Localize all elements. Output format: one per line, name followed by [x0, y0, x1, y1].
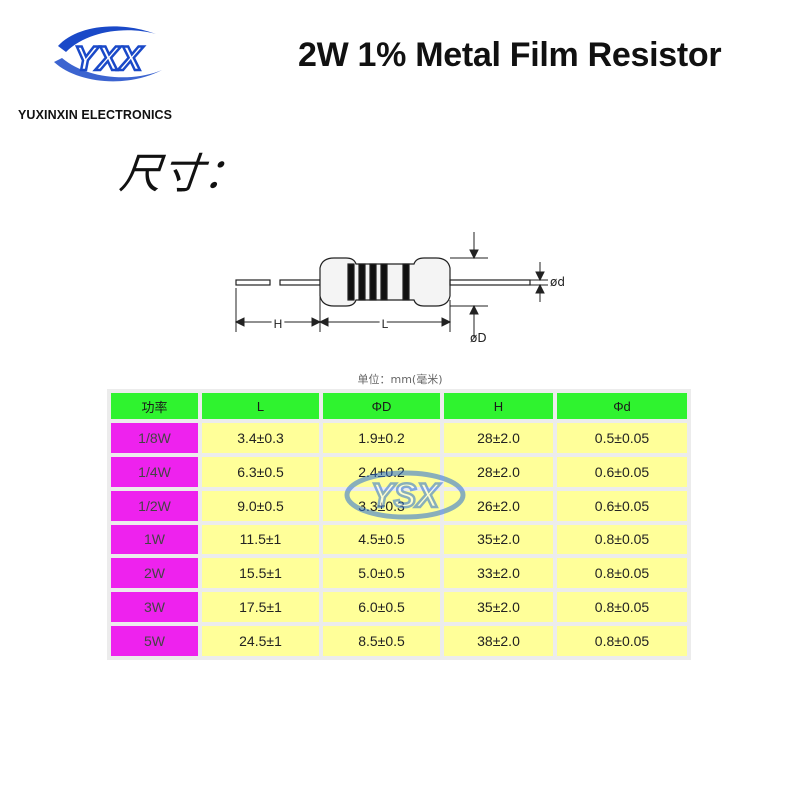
- label-small-d: ød: [550, 275, 565, 289]
- table-row: 3W 17.5±1 6.0±0.5 35±2.0 0.8±0.05: [111, 592, 687, 623]
- dimension-lines: [234, 232, 548, 338]
- l-cell: 9.0±0.5: [202, 490, 319, 521]
- l-cell: 17.5±1: [202, 592, 319, 623]
- unit-note: 单位：mm(毫米): [357, 373, 443, 386]
- power-cell: 2W: [111, 558, 198, 589]
- l-cell: 15.5±1: [202, 558, 319, 589]
- h-cell: 26±2.0: [444, 490, 553, 521]
- lead-diameter-cell: 0.8±0.05: [557, 558, 687, 589]
- lead-left: [235, 279, 321, 286]
- l-cell: 24.5±1: [202, 626, 319, 656]
- h-cell: 35±2.0: [444, 524, 553, 555]
- logo-swoosh-lower: [54, 58, 162, 82]
- body-diameter-cell: 1.9±0.2: [323, 423, 440, 453]
- resistor-diagram: H L ød øD: [234, 232, 565, 345]
- header-body-diameter: ΦD: [323, 393, 440, 419]
- table-row: 1/2W 9.0±0.5 3.3±0.3 26±2.0 0.6±0.05: [111, 490, 687, 521]
- lead-diameter-cell: 0.6±0.05: [557, 456, 687, 487]
- power-cell: 5W: [111, 626, 198, 656]
- lead-right: [449, 279, 531, 286]
- h-cell: 33±2.0: [444, 558, 553, 589]
- table-row: 2W 15.5±1 5.0±0.5 33±2.0 0.8±0.05: [111, 558, 687, 589]
- l-cell: 11.5±1: [202, 524, 319, 555]
- body-diameter-cell: 6.0±0.5: [323, 592, 440, 623]
- page-title: 2W 1% Metal Film Resistor: [298, 36, 722, 74]
- h-cell: 35±2.0: [444, 592, 553, 623]
- h-cell: 28±2.0: [444, 423, 553, 453]
- h-cell: 38±2.0: [444, 626, 553, 656]
- label-big-d: øD: [470, 331, 487, 345]
- lead-diameter-cell: 0.8±0.05: [557, 626, 687, 656]
- table-row: 1W 11.5±1 4.5±0.5 35±2.0 0.8±0.05: [111, 524, 687, 555]
- header-lead-diameter: Φd: [557, 393, 687, 419]
- lead-diameter-cell: 0.6±0.05: [557, 490, 687, 521]
- body-diameter-cell: 3.3±0.3: [323, 490, 440, 521]
- body-diameter-cell: 8.5±0.5: [323, 626, 440, 656]
- label-l: L: [382, 317, 389, 331]
- body-diameter-cell: 4.5±0.5: [323, 524, 440, 555]
- h-cell: 28±2.0: [444, 456, 553, 487]
- table-row: 1/4W 6.3±0.5 2.4±0.2 28±2.0 0.6±0.05: [111, 456, 687, 487]
- logo-swoosh: [58, 26, 156, 52]
- dimensions-label: 尺寸：: [117, 149, 249, 198]
- label-h: H: [274, 317, 283, 331]
- table-row: 1/8W 3.4±0.3 1.9±0.2 28±2.0 0.5±0.05: [111, 423, 687, 453]
- power-cell: 3W: [111, 592, 198, 623]
- header-h: H: [444, 393, 553, 419]
- power-cell: 1/4W: [111, 456, 198, 487]
- brand-name: YUXINXIN ELECTRONICS: [18, 108, 173, 122]
- lead-diameter-cell: 0.8±0.05: [557, 524, 687, 555]
- logo-text: YXX: [74, 40, 144, 78]
- power-cell: 1/8W: [111, 423, 198, 453]
- lead-diameter-cell: 0.8±0.05: [557, 592, 687, 623]
- body-diameter-cell: 5.0±0.5: [323, 558, 440, 589]
- body-diameter-cell: 2.4±0.2: [323, 456, 440, 487]
- resistor-body: [319, 257, 451, 307]
- l-cell: 6.3±0.5: [202, 456, 319, 487]
- lead-diameter-cell: 0.5±0.05: [557, 423, 687, 453]
- table-row: 5W 24.5±1 8.5±0.5 38±2.0 0.8±0.05: [111, 626, 687, 656]
- brand-logo: YXX: [54, 26, 162, 82]
- power-cell: 1W: [111, 524, 198, 555]
- l-cell: 3.4±0.3: [202, 423, 319, 453]
- header-power: 功率: [111, 393, 198, 419]
- spec-table: 功率 L ΦD H Φd 1/8W 3.4±0.3 1.9±0.2 28±2.0…: [107, 389, 691, 660]
- table-header-row: 功率 L ΦD H Φd: [111, 393, 687, 419]
- power-cell: 1/2W: [111, 490, 198, 521]
- header-l: L: [202, 393, 319, 419]
